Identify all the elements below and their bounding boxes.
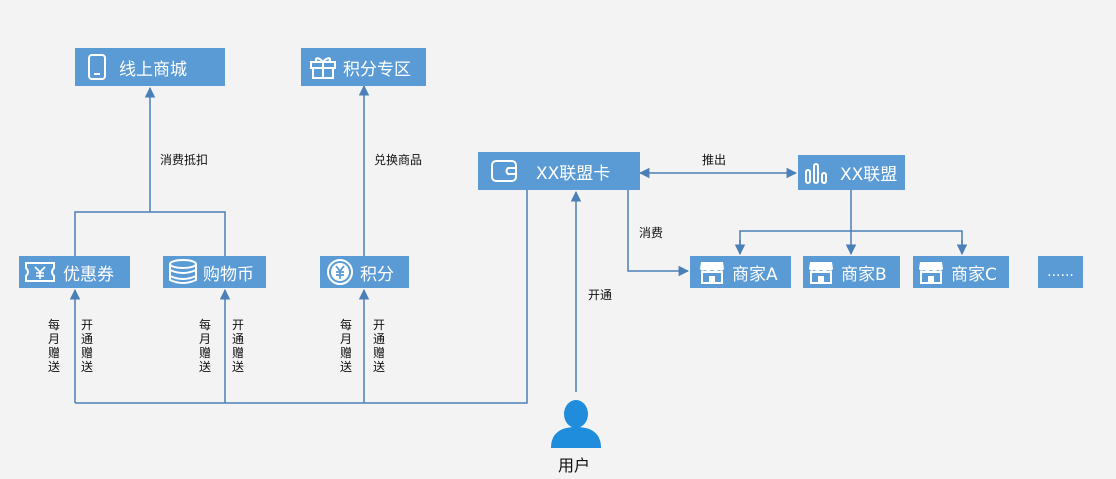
- monthly-gift-label-coin: 每月赠送: [198, 318, 211, 374]
- shopping-coin-label: 购物币: [203, 264, 254, 285]
- merchant-a-label: 商家A: [732, 264, 778, 285]
- wallet-icon: [490, 159, 518, 183]
- gift-icon: [309, 54, 337, 80]
- launch-label: 推出: [702, 153, 727, 167]
- league-label: XX联盟: [840, 165, 898, 185]
- store-icon: [698, 259, 726, 285]
- ticket-yen-icon: [23, 259, 57, 285]
- consume-deduct-label: 消费抵扣: [160, 153, 209, 167]
- more-merchants-label: ......: [1047, 264, 1074, 280]
- gift-distribution-line: [75, 190, 528, 404]
- tablet-icon: [87, 54, 107, 80]
- merchant-b-label: 商家B: [841, 264, 887, 285]
- merchant-c-label: 商家C: [951, 264, 997, 285]
- monthly-gift-label-points: 每月赠送: [339, 318, 352, 374]
- coupon-node: 优惠券: [19, 256, 130, 288]
- points-zone-node: 积分专区: [301, 48, 426, 86]
- store-icon: [917, 259, 945, 285]
- coupon-label: 优惠券: [63, 264, 114, 285]
- league-node: XX联盟: [798, 155, 905, 190]
- points-label: 积分: [360, 264, 394, 285]
- more-merchants-node: ......: [1038, 256, 1083, 288]
- points-zone-label: 积分专区: [343, 59, 411, 80]
- arrow-card-to-merchant: [627, 190, 690, 277]
- user-label: 用户: [558, 456, 591, 475]
- online-mall-node: 线上商城: [75, 48, 225, 86]
- merge-line-coupon-coin: [74, 211, 226, 256]
- merchant-b-node: 商家B: [803, 256, 900, 288]
- user-icon: [551, 400, 601, 448]
- merchant-c-node: 商家C: [913, 256, 1009, 288]
- monthly-gift-label-coupon: 每月赠送: [47, 318, 60, 374]
- activation-gift-label-points: 开通赠送: [372, 318, 385, 374]
- merchant-a-node: 商家A: [690, 256, 791, 288]
- exchange-goods-label: 兑换商品: [374, 153, 423, 167]
- coin-stack-icon: [167, 258, 199, 286]
- bar-chart-icon: [804, 161, 828, 185]
- online-mall-label: 线上商城: [119, 59, 187, 80]
- yen-coin-icon: [326, 258, 354, 286]
- points-node: 积分: [320, 256, 409, 288]
- league-card-label: XX联盟卡: [536, 163, 611, 184]
- activate-label: 开通: [588, 288, 613, 302]
- consume-label: 消费: [639, 226, 664, 240]
- shopping-coin-node: 购物币: [163, 256, 266, 288]
- activation-gift-label-coin: 开通赠送: [231, 318, 244, 374]
- league-card-node: XX联盟卡: [478, 152, 640, 190]
- activation-gift-label-coupon: 开通赠送: [80, 318, 93, 374]
- store-icon: [807, 259, 835, 285]
